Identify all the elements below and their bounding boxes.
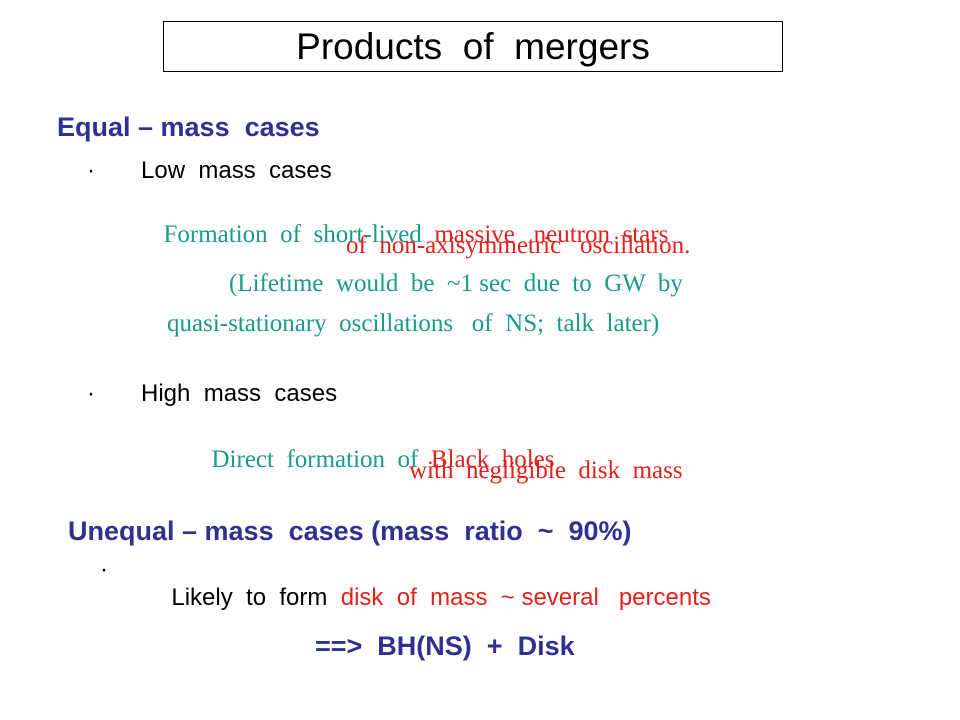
high-mass-line-1-red: Black holes (430, 446, 555, 473)
unequal-mass-heading: Unequal – mass cases (mass ratio ~ 90%) (68, 516, 632, 546)
unequal-line: Likely to form disk of mass ~ several pe… (158, 556, 711, 612)
low-mass-bullet: · (87, 157, 95, 184)
low-mass-line-2: of non-axisymmetric oscillation. (346, 232, 691, 259)
unequal-line-red: disk of mass ~ several percents (340, 584, 711, 611)
high-mass-line-2: with negligible disk mass (409, 457, 683, 484)
high-mass-line-1-teal: Direct formation of (211, 446, 419, 473)
high-mass-bullet: · (87, 380, 95, 407)
page-title: Products of mergers (296, 25, 650, 67)
conclusion: ==> BH(NS) + Disk (315, 631, 575, 661)
low-mass-line-1-teal: Formation of short-lived (163, 221, 422, 248)
low-mass-line-3: (Lifetime would be ~1 sec due to GW by (229, 270, 683, 297)
low-mass-line-1: Formation of short-lived massive neutron… (151, 193, 669, 249)
low-mass-line-4: quasi-stationary oscillations of NS; tal… (167, 310, 660, 337)
title-box: Products of mergers (163, 21, 783, 72)
low-mass-line-1-red: massive neutron stars (434, 221, 669, 248)
equal-mass-heading: Equal – mass cases (57, 112, 320, 142)
unequal-bullet: · (100, 556, 108, 583)
unequal-line-black: Likely to form (171, 584, 328, 611)
low-mass-label: Low mass cases (141, 157, 332, 184)
high-mass-line-1: Direct formation of Black holes (199, 418, 555, 474)
high-mass-label: High mass cases (141, 380, 338, 407)
